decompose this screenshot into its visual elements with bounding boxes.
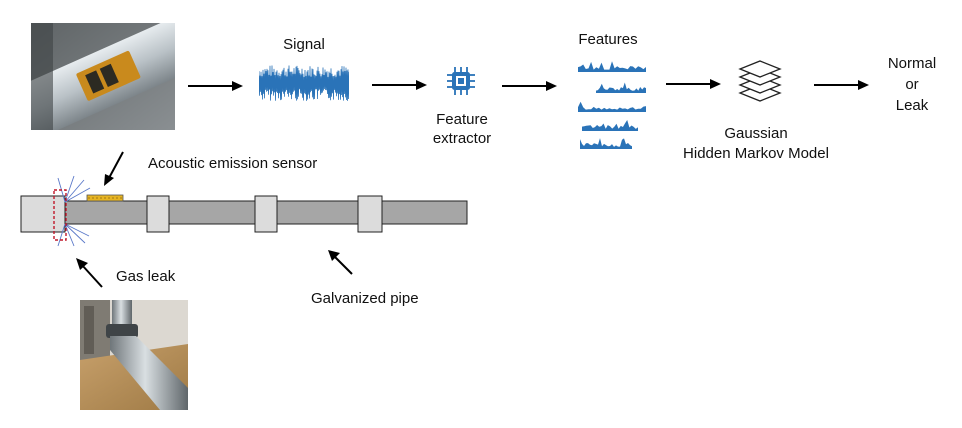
arrow-features-to-model (666, 79, 721, 89)
sensor-photo-image (31, 23, 175, 130)
layers-icon (734, 55, 786, 107)
pipe-label: Galvanized pipe (311, 290, 419, 307)
arrow-model-to-output (814, 80, 869, 90)
output-label-2: or (905, 76, 919, 93)
feature-bar-row (578, 61, 646, 72)
pipe-diagram (14, 166, 474, 248)
arrow-gas-leak (76, 258, 103, 288)
feature-bar-row (578, 101, 646, 112)
waveform-trace (259, 65, 349, 101)
arrow-signal-to-extractor (372, 80, 427, 90)
feature-bars (578, 61, 646, 149)
feature-extractor-label-1: Feature (436, 111, 488, 128)
sensor-label: Acoustic emission sensor (148, 155, 318, 172)
feature-bar-row (596, 82, 646, 93)
output-label-1: Normal (887, 55, 937, 72)
model-label-1: Gaussian (724, 125, 788, 142)
arrow-extractor-to-features (502, 81, 557, 91)
output-label-3: Leak (895, 97, 929, 114)
signal-waveform (259, 65, 349, 101)
feature-bars-icon (578, 60, 648, 154)
gas-leak-photo (80, 300, 188, 410)
feature-extractor-label-2: extractor (432, 130, 492, 147)
model-label-2: Hidden Markov Model (683, 145, 829, 162)
signal-label: Signal (283, 36, 325, 53)
waveform-icon (259, 64, 349, 102)
feature-bar-row (580, 138, 632, 149)
gas-leak-label: Gas leak (116, 268, 176, 285)
feature-bar-row (582, 120, 638, 131)
gas-leak-photo-image (80, 300, 188, 410)
sensor-photo (31, 23, 175, 130)
chip-icon (447, 67, 475, 95)
arrow-photo-to-signal (188, 81, 243, 91)
arrow-photo-to-sensor (104, 151, 124, 186)
arrow-galvanized-pipe (328, 250, 353, 275)
features-label: Features (578, 31, 638, 48)
